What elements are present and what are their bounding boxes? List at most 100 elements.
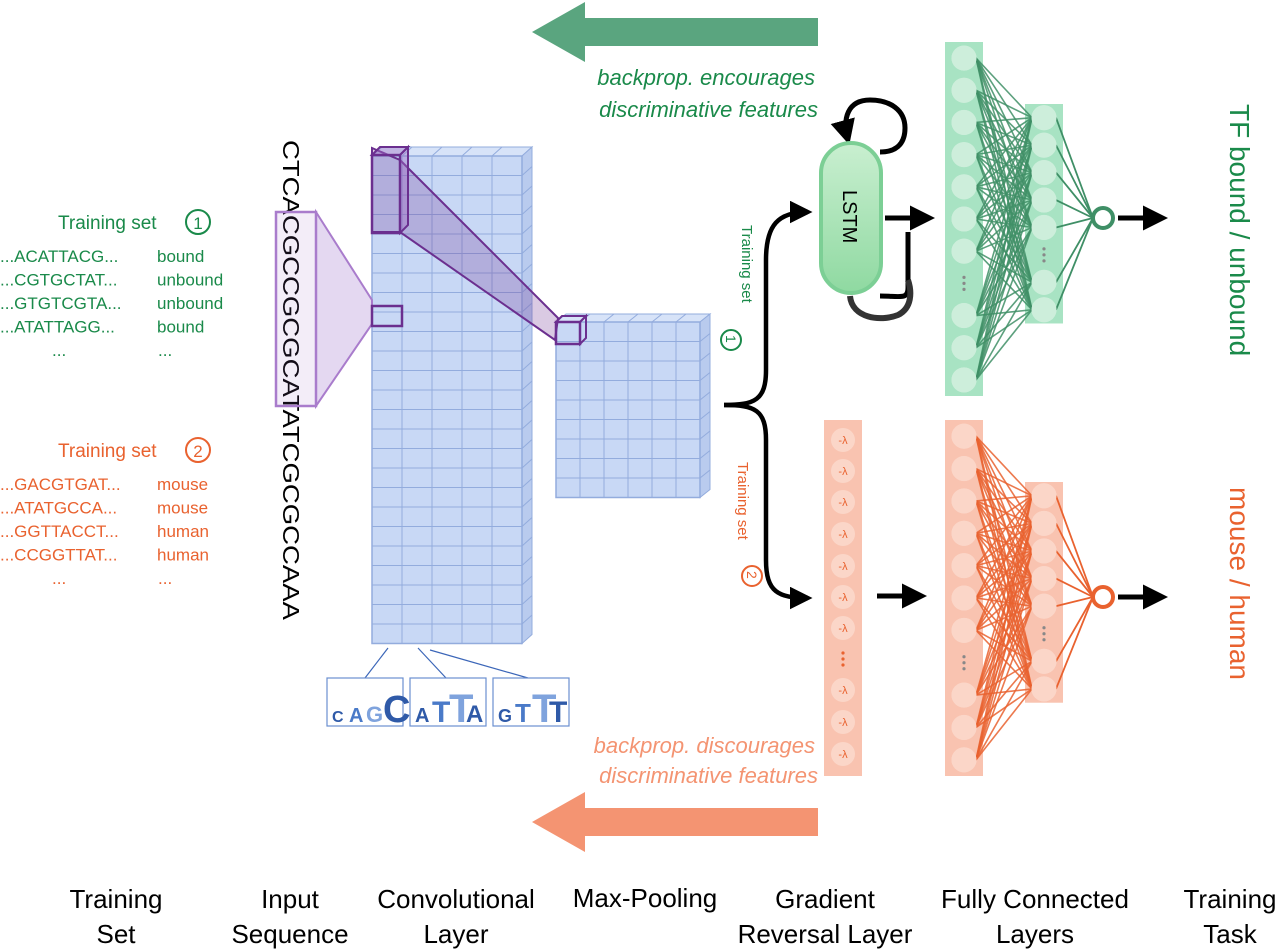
column-label: Reversal Layer — [738, 919, 913, 949]
connection — [975, 495, 1033, 728]
column-label: Set — [96, 919, 136, 949]
grl-neuron — [831, 522, 855, 546]
connection — [975, 688, 1033, 761]
motif-letter: A — [415, 705, 429, 727]
ellipsis-dot — [1042, 626, 1046, 630]
neuron — [1031, 214, 1057, 240]
neuron — [951, 77, 977, 103]
training-sequence: ... — [52, 341, 66, 360]
lambda-label: -λ — [838, 466, 848, 478]
grid-line — [521, 458, 533, 469]
connection — [975, 89, 1033, 119]
grid-line — [521, 166, 533, 176]
lambda-label: -λ — [838, 435, 848, 447]
connection — [975, 495, 1033, 631]
connection — [1055, 596, 1094, 608]
training-sequence: ...ATATGCCA... — [0, 499, 117, 518]
lambda-label: -λ — [838, 749, 848, 761]
backprop-discourage-arrow — [532, 792, 818, 852]
grid-line — [521, 595, 533, 605]
connection — [1055, 172, 1094, 219]
grl-neuron — [831, 742, 855, 766]
grid-line — [521, 575, 533, 586]
neuron — [951, 714, 977, 740]
neuron — [951, 109, 977, 135]
connection — [975, 523, 1033, 761]
grid-line — [675, 313, 687, 323]
connection — [975, 117, 1033, 156]
grl-neuron — [831, 616, 855, 640]
fc-layers-bottom — [945, 420, 1115, 776]
training-sequence: ...ATATTAGG... — [0, 318, 115, 337]
connection — [975, 532, 1033, 607]
grl-neuron — [831, 490, 855, 514]
ellipsis-dot — [962, 281, 966, 285]
ellipsis-dot — [1042, 253, 1046, 257]
ellipsis-dot — [1042, 259, 1046, 263]
grl-neuron — [831, 678, 855, 702]
output-neuron — [1091, 206, 1115, 230]
grl-neuron — [831, 428, 855, 452]
motif-letter: A — [349, 705, 363, 727]
grid-line — [521, 361, 533, 371]
connection — [975, 172, 1033, 381]
input-window — [274, 210, 318, 408]
backprop-encourage-line2: discriminative features — [599, 97, 818, 122]
grid-line — [699, 372, 711, 381]
column-label: Sequence — [231, 919, 348, 949]
ellipsis-dot — [1042, 247, 1046, 251]
grid-line — [521, 302, 533, 313]
grid-line — [699, 430, 711, 440]
neuron — [1031, 566, 1057, 592]
conv-window-side — [399, 144, 409, 236]
connection — [975, 117, 1033, 348]
branch-top-badge-circle — [720, 329, 742, 351]
motif-letter: C — [383, 689, 410, 731]
connection — [975, 550, 1033, 761]
training-set-1-title: Training set — [58, 213, 157, 234]
grid-line — [431, 146, 443, 157]
connection — [1055, 495, 1094, 598]
neuron — [951, 238, 977, 264]
training-set-1: Training set 1 ...ACATTACG...bound...CGT… — [0, 209, 223, 360]
column-label: Training — [70, 884, 163, 914]
lambda-label: -λ — [838, 623, 848, 635]
training-label: ... — [158, 569, 172, 588]
column-label: Max-Pooling — [573, 883, 718, 913]
connection — [1055, 596, 1094, 662]
training-set-1-badge-circle — [185, 209, 211, 235]
column-label: Fully Connected — [941, 884, 1129, 914]
backprop-encourage-line1: backprop. encourages — [597, 65, 815, 90]
training-set-2-badge: 2 — [193, 442, 202, 461]
neuron — [951, 488, 977, 514]
grid-line — [521, 556, 533, 566]
backprop-encourage-arrow — [532, 2, 818, 62]
grl-neuron — [831, 554, 855, 578]
training-set-2-title: Training set — [58, 441, 157, 462]
grid-line — [521, 400, 533, 410]
backprop-discourage-line1: backprop. discourages — [594, 733, 815, 758]
branch-bottom-badge-circle — [741, 565, 763, 587]
ellipsis-dot — [962, 667, 966, 671]
grid-line — [521, 614, 533, 625]
training-label: human — [157, 522, 209, 541]
grid-line — [603, 313, 615, 323]
neuron — [1031, 648, 1057, 674]
lstm-label: LSTM — [838, 190, 860, 243]
grid-line — [521, 380, 533, 391]
grid-line — [521, 244, 533, 254]
training-set-2: Training set 2 ...GACGTGAT...mouse...ATA… — [0, 437, 211, 588]
connection — [975, 227, 1033, 381]
connection — [975, 660, 1033, 761]
ellipsis-dot — [1042, 632, 1046, 636]
training-set-2-badge-circle — [185, 437, 211, 463]
grl-neuron — [831, 710, 855, 734]
training-label: bound — [157, 318, 204, 337]
output-neuron — [1091, 585, 1115, 609]
output-bottom-label: mouse / human — [1224, 487, 1255, 680]
grid-line — [699, 352, 711, 362]
grid-line — [699, 469, 711, 479]
neuron — [951, 585, 977, 611]
training-sequence: ...ACATTACG... — [0, 247, 118, 266]
max-pooling-layer — [554, 312, 712, 499]
